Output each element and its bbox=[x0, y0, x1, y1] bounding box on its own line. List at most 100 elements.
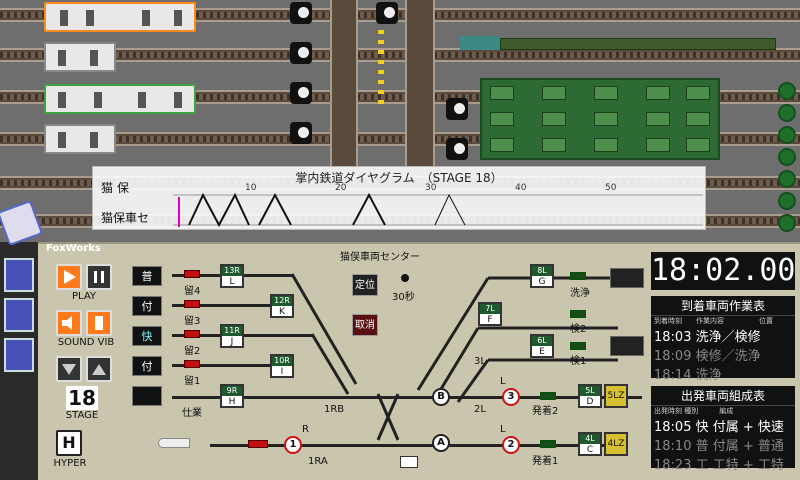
triangle-down-icon[interactable] bbox=[56, 356, 82, 382]
tree bbox=[778, 192, 796, 210]
signal-icon[interactable] bbox=[290, 82, 312, 104]
track-box-extra[interactable]: 4LZ bbox=[604, 432, 628, 456]
tree bbox=[778, 148, 796, 166]
signal-point-1[interactable]: 1 bbox=[284, 436, 302, 454]
departure-row[interactable]: 18:10 普 付属 + 普通 bbox=[654, 439, 784, 454]
switch-point-b[interactable]: B bbox=[432, 388, 450, 406]
point-label: 3L bbox=[474, 356, 486, 367]
track-line bbox=[172, 304, 292, 307]
arrival-table-headers: 到着時刻 作業内容 位置 bbox=[654, 317, 773, 325]
point-label: L bbox=[500, 376, 506, 387]
track-name: 発着2 bbox=[532, 406, 559, 417]
signal-icon[interactable] bbox=[290, 122, 312, 144]
play-icon[interactable] bbox=[56, 264, 82, 290]
track-lamp bbox=[540, 440, 556, 448]
track-name: 仕業 bbox=[182, 408, 202, 419]
rail-car-selected[interactable] bbox=[44, 2, 196, 32]
track-name: 留1 bbox=[184, 376, 201, 387]
side-car-slot[interactable] bbox=[4, 338, 34, 372]
track-lamp bbox=[184, 270, 200, 278]
route-lines bbox=[290, 273, 618, 441]
track-lamp bbox=[184, 360, 200, 368]
arrival-row[interactable]: 18:03 洗浄／検修 bbox=[654, 330, 761, 345]
arrival-row[interactable]: 18:14 洗浄 bbox=[654, 368, 722, 383]
track-lamp bbox=[570, 272, 586, 280]
signal-icon[interactable] bbox=[446, 98, 468, 120]
camera-icon[interactable] bbox=[400, 456, 418, 468]
sound-icon[interactable] bbox=[56, 310, 82, 336]
building bbox=[460, 36, 500, 50]
departure-row[interactable]: 18:05 快 付属 + 快速 bbox=[654, 420, 784, 435]
signal-icon[interactable] bbox=[290, 2, 312, 24]
point-label: 1RB bbox=[324, 404, 345, 415]
cancel-button[interactable]: 取消 bbox=[352, 314, 378, 336]
center-title: 猫俣車両センター bbox=[340, 252, 420, 263]
signal-icon[interactable] bbox=[376, 2, 398, 24]
arrival-table: 到着車両作業表 到着時刻 作業内容 位置 18:03 洗浄／検修 18:09 検… bbox=[651, 296, 795, 383]
track-line bbox=[172, 364, 292, 367]
vertical-track-2 bbox=[405, 0, 435, 166]
departure-table-headers: 出発時刻 種別 編成 bbox=[654, 407, 734, 415]
pause-icon[interactable] bbox=[86, 264, 112, 290]
vibrate-icon[interactable] bbox=[86, 310, 112, 336]
signal-icon[interactable] bbox=[290, 42, 312, 64]
track-name: 発着1 bbox=[532, 456, 559, 467]
tree bbox=[778, 126, 796, 144]
route-box-empty[interactable] bbox=[132, 386, 162, 406]
track-name: 検1 bbox=[570, 356, 587, 367]
platform-edge bbox=[378, 30, 384, 110]
track-lamp bbox=[184, 300, 200, 308]
rail-car[interactable] bbox=[44, 84, 196, 114]
diagram-station-bottom: 猫保車セ bbox=[101, 211, 150, 225]
point-label: L bbox=[500, 424, 506, 435]
route-box-2[interactable]: 付 bbox=[132, 296, 162, 316]
hyper-label: HYPER bbox=[53, 458, 87, 469]
side-car-slot[interactable] bbox=[4, 298, 34, 332]
departure-table-title: 出発車両組成表 bbox=[651, 386, 795, 406]
track-line-main bbox=[172, 396, 642, 399]
signal-point-2[interactable]: 2 bbox=[502, 436, 520, 454]
departure-row[interactable]: 18:23 工 工特 + 工特 bbox=[654, 458, 784, 473]
sound-vib-label: SOUND VIB bbox=[57, 337, 115, 348]
side-car-slot[interactable] bbox=[4, 258, 34, 292]
track-name: 留2 bbox=[184, 346, 201, 357]
signal-point-3[interactable]: 3 bbox=[502, 388, 520, 406]
rail-car[interactable] bbox=[44, 124, 116, 154]
route-box-1[interactable]: 普 bbox=[132, 266, 162, 286]
tree bbox=[778, 104, 796, 122]
arrival-row[interactable]: 18:09 検修／洗浄 bbox=[654, 349, 761, 364]
game-clock: 18:02.00 bbox=[651, 252, 796, 290]
train-diagram: 掌内鉄道ダイヤグラム （STAGE 18） 猫保 猫保車セ 10 20 30 4… bbox=[92, 166, 706, 230]
diagram-tick: 20 bbox=[335, 183, 347, 193]
signal-icon[interactable] bbox=[446, 138, 468, 160]
yard-track-2 bbox=[0, 48, 800, 62]
hyper-button[interactable]: H bbox=[56, 430, 82, 456]
diagram-tick: 10 bbox=[245, 183, 257, 193]
point-label: R bbox=[302, 424, 309, 435]
route-box-3[interactable]: 快 bbox=[132, 326, 162, 346]
track-lamp bbox=[184, 330, 200, 338]
arrival-table-title: 到着車両作業表 bbox=[651, 296, 795, 316]
diagram-title: 掌内鉄道ダイヤグラム （STAGE 18） bbox=[295, 171, 503, 185]
play-label: PLAY bbox=[71, 291, 96, 302]
rail-car[interactable] bbox=[44, 42, 116, 72]
depot-building bbox=[480, 78, 720, 160]
switch-point-a[interactable]: A bbox=[432, 434, 450, 452]
diagram-station-top: 猫保 bbox=[101, 181, 134, 195]
track-line-lower bbox=[210, 444, 610, 447]
triangle-up-icon[interactable] bbox=[86, 356, 112, 382]
normal-position-button[interactable]: 定位 bbox=[352, 274, 378, 296]
track-box-extra[interactable]: 5LZ bbox=[604, 384, 628, 408]
vertical-track bbox=[330, 0, 358, 166]
route-box-4[interactable]: 付 bbox=[132, 356, 162, 376]
